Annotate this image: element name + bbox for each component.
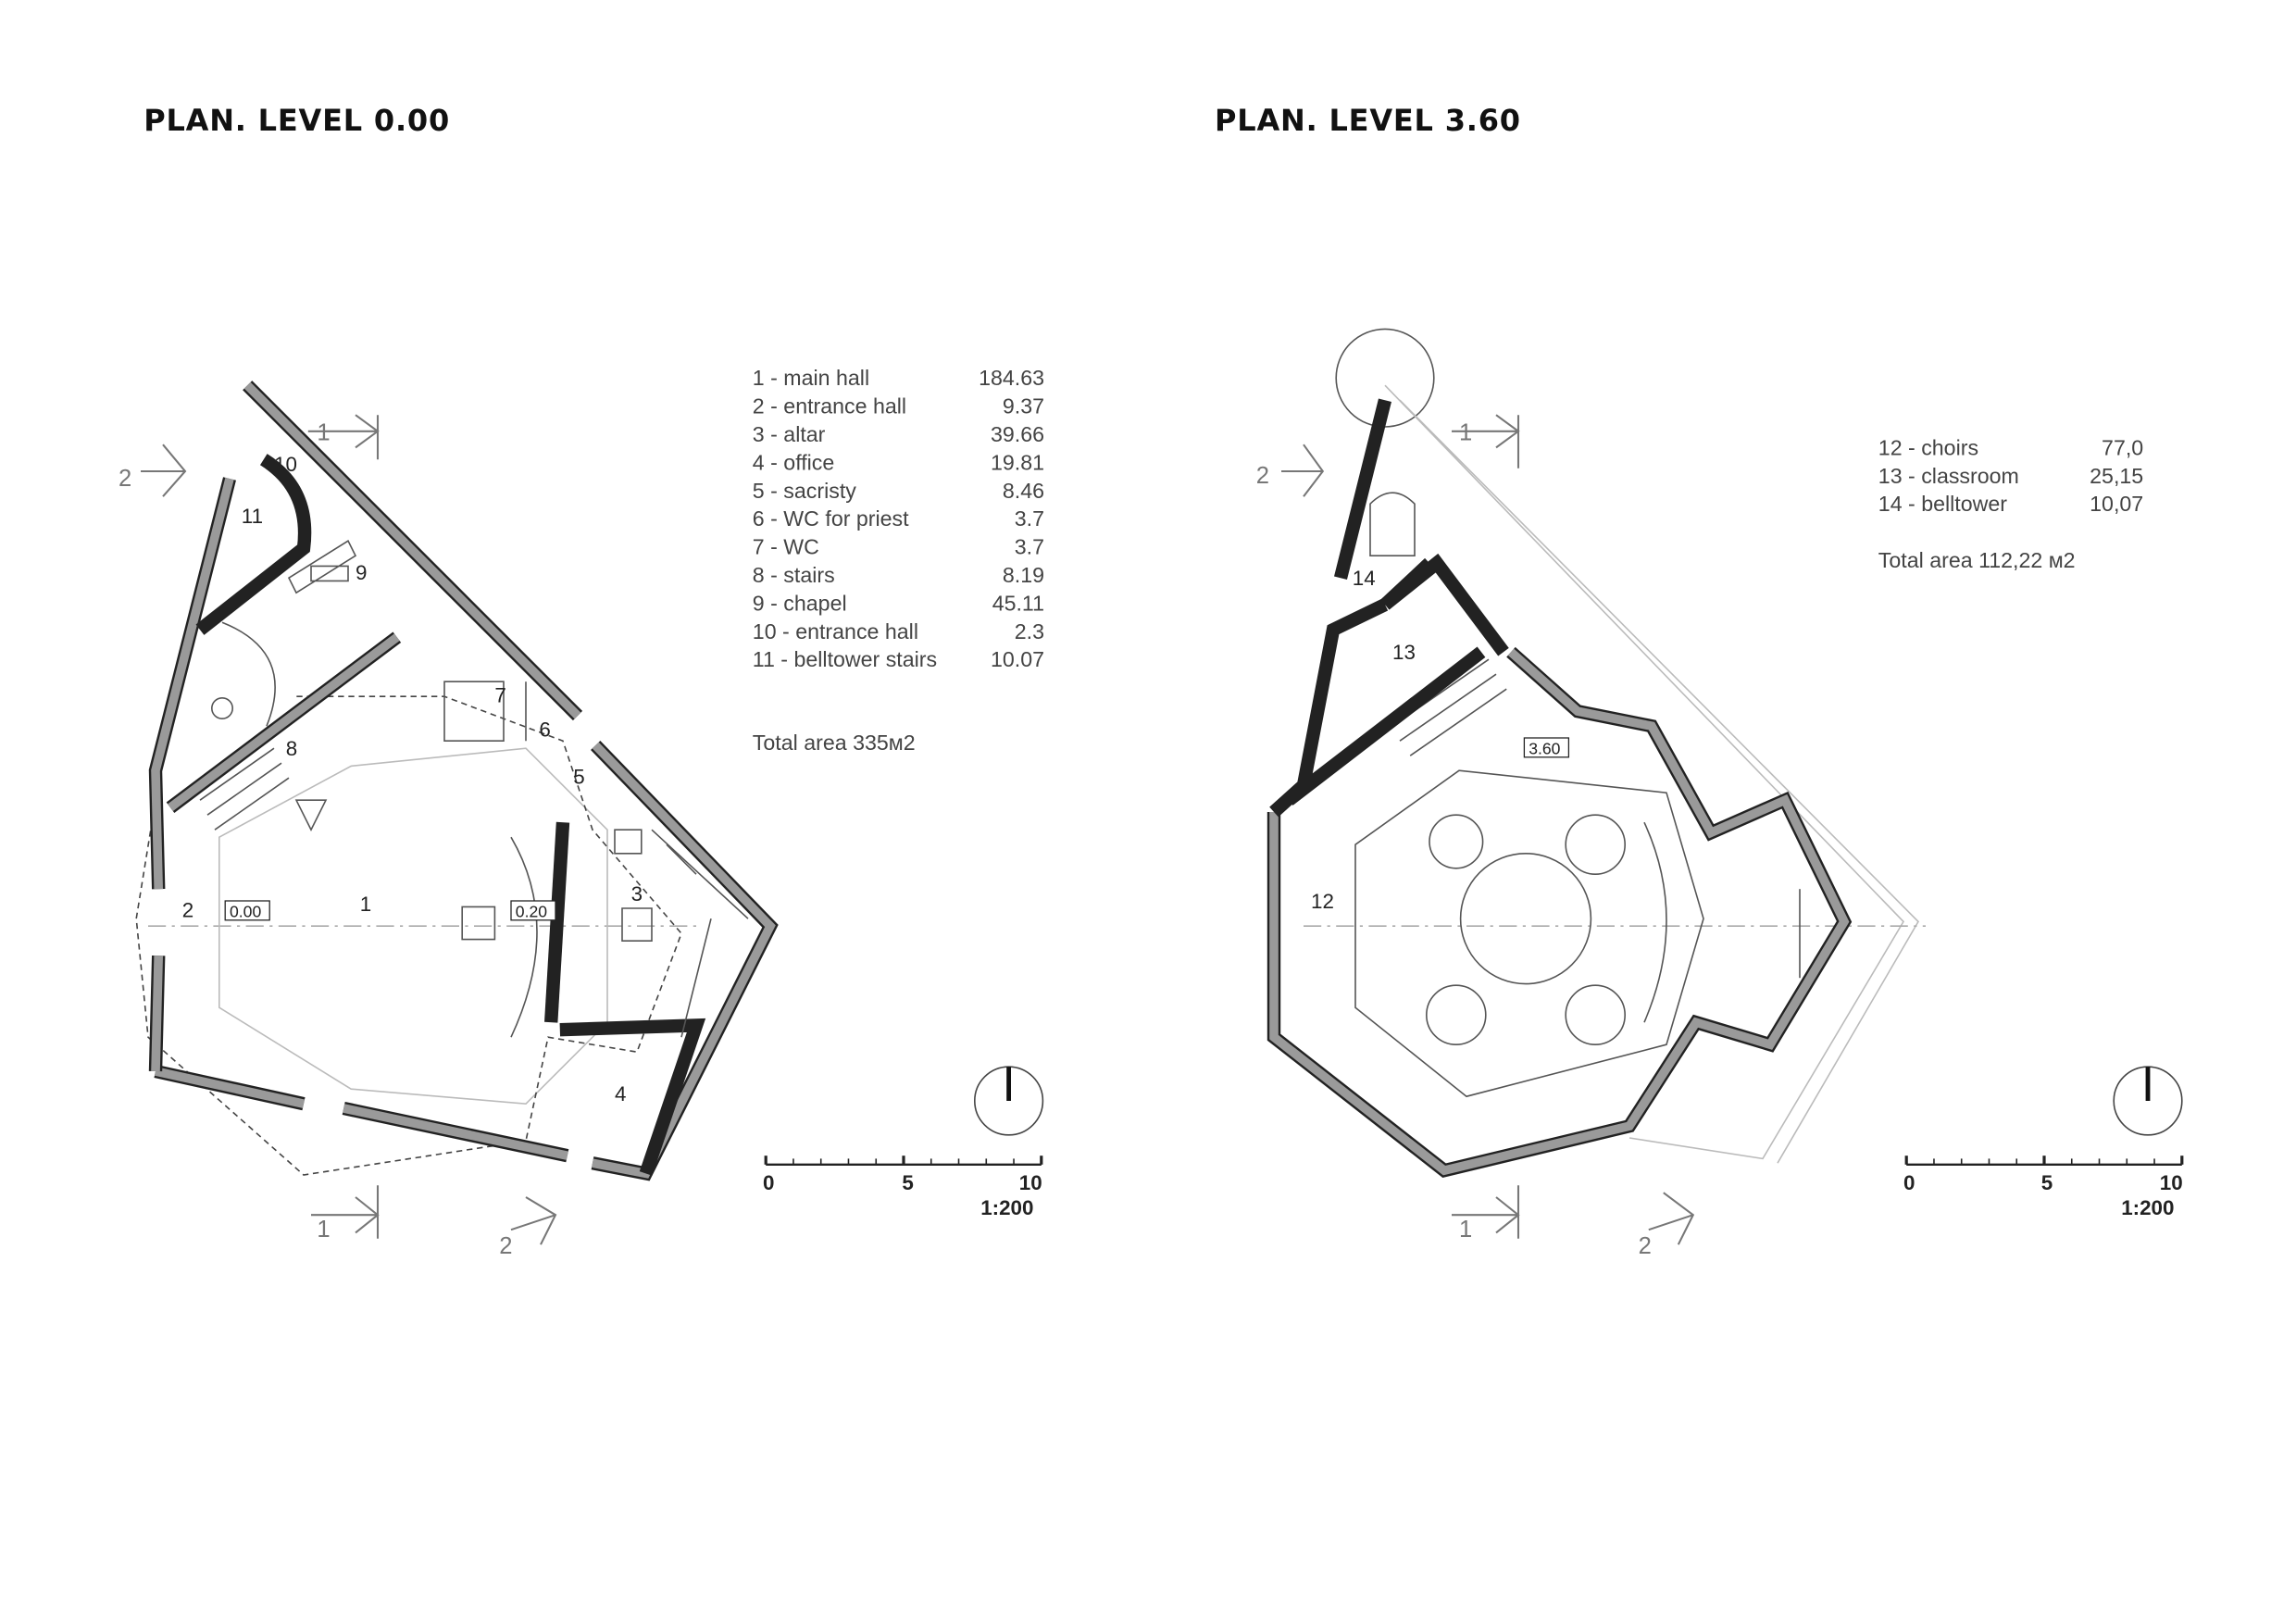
legend-room-name: 14 - belltower [1878,492,2007,516]
section-marker: 2 [1639,1233,1652,1259]
room-label-10: 10 [274,453,297,476]
room-label-8: 8 [286,737,297,760]
scale-bar: 0 5 10 1:200 [1903,1156,2184,1219]
section-marker: 1 [317,1217,330,1243]
total-area-level-360: Total area 112,22 м2 [1878,548,2076,572]
scale-ratio: 1:200 [2121,1196,2174,1219]
legend-room-name: 12 - choirs [1878,435,1978,459]
legend-room-name: 2 - entrance hall [753,394,906,418]
legend-room-name: 13 - classroom [1878,464,2019,488]
room-label-13: 13 [1392,641,1416,664]
room-legend-level-360: 12 - choirs 77,0 13 - classroom 25,15 14 - b… [1878,435,2143,516]
room-label-3: 3 [631,882,643,906]
legend-room-area: 2.3 [1015,619,1044,643]
legend-room-name: 3 - altar [753,422,826,446]
scale-tick-label: 10 [1019,1171,1042,1194]
legend-room-area: 3.7 [1015,506,1044,531]
section-marker: 1 [1459,419,1472,445]
legend-room-area: 25,15 [2090,464,2143,488]
legend-room-area: 10.07 [991,647,1044,671]
plan-title-level-0: PLAN. LEVEL 0.00 [144,103,450,138]
legend-room-name: 4 - office [753,450,835,474]
legend-room-area: 45.11 [992,591,1044,615]
floor-plan-level-360 [1267,328,1926,1179]
level-mark-360: 3.60 [1529,740,1560,758]
scale-tick-label: 0 [1903,1171,1915,1194]
section-marker: 2 [499,1233,512,1259]
legend-room-name: 7 - WC [753,535,819,559]
room-label-9: 9 [356,561,367,584]
scale-tick-label: 10 [2160,1171,2183,1194]
scale-tick-label: 5 [2041,1171,2053,1194]
section-marker: 2 [1256,463,1269,489]
room-legend-level-0: 1 - main hall 184.63 2 - entrance hall 9.37… [753,366,1044,671]
legend-room-area: 39.66 [991,422,1044,446]
legend-room-name: 6 - WC for priest [753,506,909,531]
scale-ratio: 1:200 [980,1196,1033,1219]
legend-room-area: 3.7 [1015,535,1044,559]
scale-tick-label: 0 [763,1171,774,1194]
room-label-2: 2 [182,899,193,922]
section-marker: 1 [1459,1217,1472,1243]
room-label-4: 4 [615,1082,626,1106]
level-mark-0: 0.00 [230,903,261,921]
room-label-11: 11 [242,505,263,528]
floor-plan-level-0 [135,381,779,1181]
legend-room-area: 77,0 [2102,435,2143,459]
legend-room-name: 5 - sacristy [753,479,856,503]
north-arrow-icon [974,1066,1044,1136]
legend-room-name: 1 - main hall [753,366,869,390]
room-label-12: 12 [1311,890,1334,913]
section-marker: 2 [119,466,131,492]
legend-room-area: 184.63 [979,366,1044,390]
scale-bar: 0 5 10 1:200 [763,1156,1043,1219]
room-label-1: 1 [360,893,371,916]
level-mark-020: 0.20 [516,903,547,921]
legend-room-area: 8.19 [1003,563,1044,587]
section-marker: 1 [317,419,330,445]
room-label-5: 5 [573,766,584,789]
legend-room-name: 9 - chapel [753,591,847,615]
scale-tick-label: 5 [902,1171,913,1194]
total-area-level-0: Total area 335м2 [753,731,916,755]
legend-room-name: 11 - belltower stairs [753,647,937,671]
legend-room-name: 8 - stairs [753,563,835,587]
room-label-14: 14 [1353,567,1376,590]
legend-room-area: 8.46 [1003,479,1044,503]
legend-room-area: 9.37 [1003,394,1044,418]
room-label-7: 7 [494,684,505,707]
room-label-6: 6 [539,718,550,741]
legend-room-name: 10 - entrance hall [753,619,918,643]
north-arrow-icon [2113,1066,2183,1136]
legend-room-area: 19.81 [991,450,1044,474]
legend-room-area: 10,07 [2090,492,2143,516]
plan-title-level-360: PLAN. LEVEL 3.60 [1215,103,1521,138]
